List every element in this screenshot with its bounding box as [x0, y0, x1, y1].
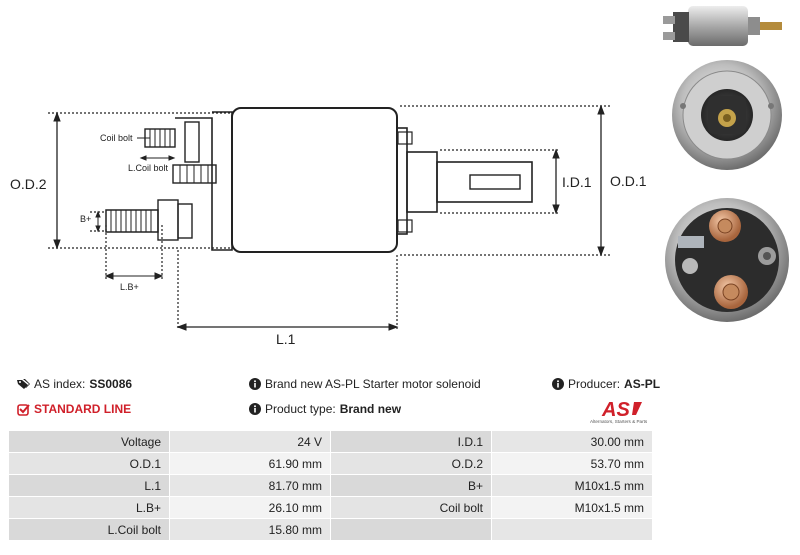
label-id1: I.D.1 [562, 174, 592, 190]
spec-value: M10x1.5 mm [491, 496, 653, 519]
spec-label: B+ [330, 474, 492, 497]
info-icon [248, 378, 261, 391]
spec-label: I.D.1 [330, 430, 492, 453]
logo-tagline: Alternators, Starters & Parts [590, 419, 648, 424]
label-coil-bolt: Coil bolt [100, 133, 133, 143]
spec-label: Coil bolt [330, 496, 492, 519]
spec-value: 61.90 mm [169, 452, 331, 475]
brand-row: Brand new AS-PL Starter motor solenoid [248, 377, 481, 391]
spec-value: M10x1.5 mm [491, 474, 653, 497]
producer-value: AS-PL [624, 377, 661, 391]
photo-front-view [672, 60, 782, 170]
label-l1: L.1 [276, 331, 296, 347]
photo-terminal-view [665, 198, 789, 322]
spec-value: 81.70 mm [169, 474, 331, 497]
photo-side-view [663, 6, 782, 46]
spec-label: L.1 [8, 474, 170, 497]
info-icon [248, 403, 261, 416]
as-index-row: AS index: SS0086 [17, 377, 132, 391]
spec-value: 26.10 mm [169, 496, 331, 519]
info-icon [551, 378, 564, 391]
product-photos [663, 6, 789, 322]
product-type-value: Brand new [339, 402, 402, 416]
brand-text: Brand new AS-PL Starter motor solenoid [265, 377, 481, 391]
label-l-coil-bolt: L.Coil bolt [128, 163, 169, 173]
producer-label: Producer: [568, 377, 621, 391]
checkbox-checked-icon [17, 403, 30, 416]
product-type-label: Product type: [265, 402, 336, 416]
spec-label: O.D.1 [8, 452, 170, 475]
label-lb: L.B+ [120, 282, 139, 292]
label-bplus: B+ [80, 214, 91, 224]
spec-value: 24 V [169, 430, 331, 453]
spec-value [491, 518, 653, 541]
spec-value: 30.00 mm [491, 430, 653, 453]
spec-label: L.B+ [8, 496, 170, 519]
spec-value: 15.80 mm [169, 518, 331, 541]
tag-icon [17, 378, 30, 391]
product-type-row: Product type: Brand new [248, 402, 401, 416]
standard-line-label: STANDARD LINE [34, 402, 132, 416]
spec-label: L.Coil bolt [8, 518, 170, 541]
as-index-value: SS0086 [89, 377, 133, 391]
label-od1: O.D.1 [610, 173, 647, 189]
as-pl-logo: AS Alternators, Starters & Parts [590, 399, 648, 424]
solenoid-technical-drawing: O.D.2 O.D.1 I.D.1 L.1 L.B+ B+ Coil bolt … [10, 104, 647, 347]
spec-label [330, 518, 492, 541]
as-index-label: AS index: [34, 377, 86, 391]
spec-label: O.D.2 [330, 452, 492, 475]
producer-row: Producer: AS-PL [551, 377, 660, 391]
label-od2: O.D.2 [10, 176, 47, 192]
logo-mark: AS [601, 399, 630, 421]
standard-line-row: STANDARD LINE [17, 402, 131, 416]
spec-label: Voltage [8, 430, 170, 453]
spec-value: 53.70 mm [491, 452, 653, 475]
